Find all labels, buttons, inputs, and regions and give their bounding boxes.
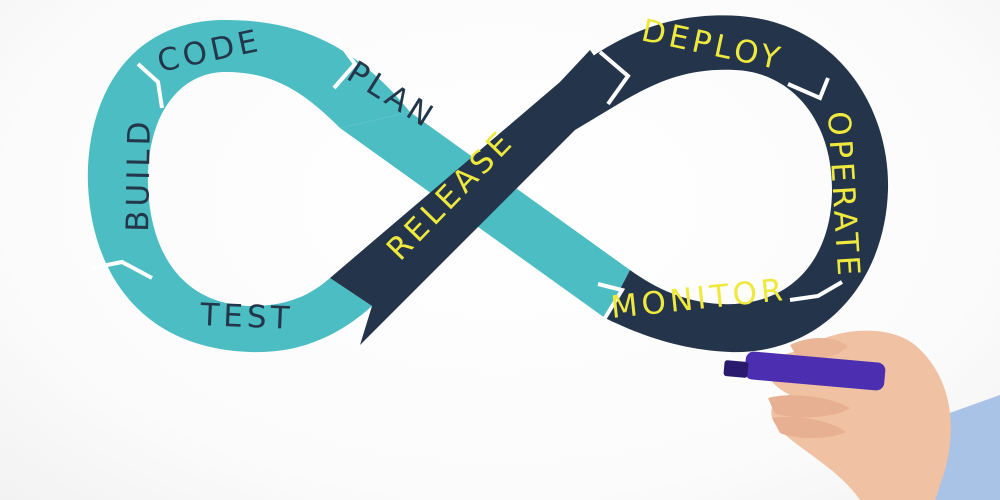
separator-operate-monitor bbox=[789, 280, 844, 302]
separator-deploy-operate bbox=[787, 77, 830, 101]
marker-tip bbox=[723, 360, 749, 378]
purple-marker bbox=[744, 351, 886, 391]
thumb bbox=[790, 337, 848, 362]
hand-holding-marker bbox=[723, 330, 1000, 500]
separator-release-deploy bbox=[598, 50, 631, 106]
right-ring bbox=[560, 15, 889, 353]
separator-monitor-release bbox=[597, 282, 626, 320]
left-ring bbox=[87, 20, 411, 353]
fingers bbox=[768, 395, 850, 439]
stage-label-build: BUILD bbox=[120, 117, 158, 232]
separator-build-code bbox=[136, 62, 164, 109]
stage-label-test: TEST bbox=[199, 297, 295, 337]
separator-build-test bbox=[91, 259, 153, 280]
right-loop bbox=[330, 15, 889, 353]
right-diagonal bbox=[330, 50, 625, 345]
separator-code-plan bbox=[332, 36, 358, 90]
